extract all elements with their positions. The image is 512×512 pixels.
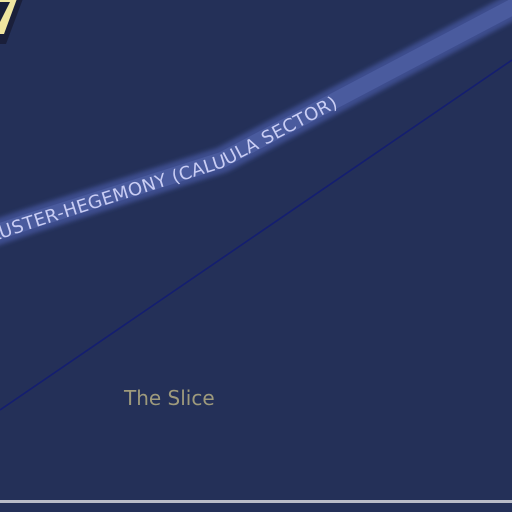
hegemony-border-band: [0, 0, 512, 240]
sector-marker-icon[interactable]: [0, 0, 24, 44]
territory-boundary-line: [0, 59, 512, 411]
map-bottom-edge: [0, 500, 512, 503]
hegemony-border-label: CLUSTER-HEGEMONY (CALUULA SECTOR): [0, 92, 341, 250]
region-label-the-slice: The Slice: [124, 386, 215, 410]
